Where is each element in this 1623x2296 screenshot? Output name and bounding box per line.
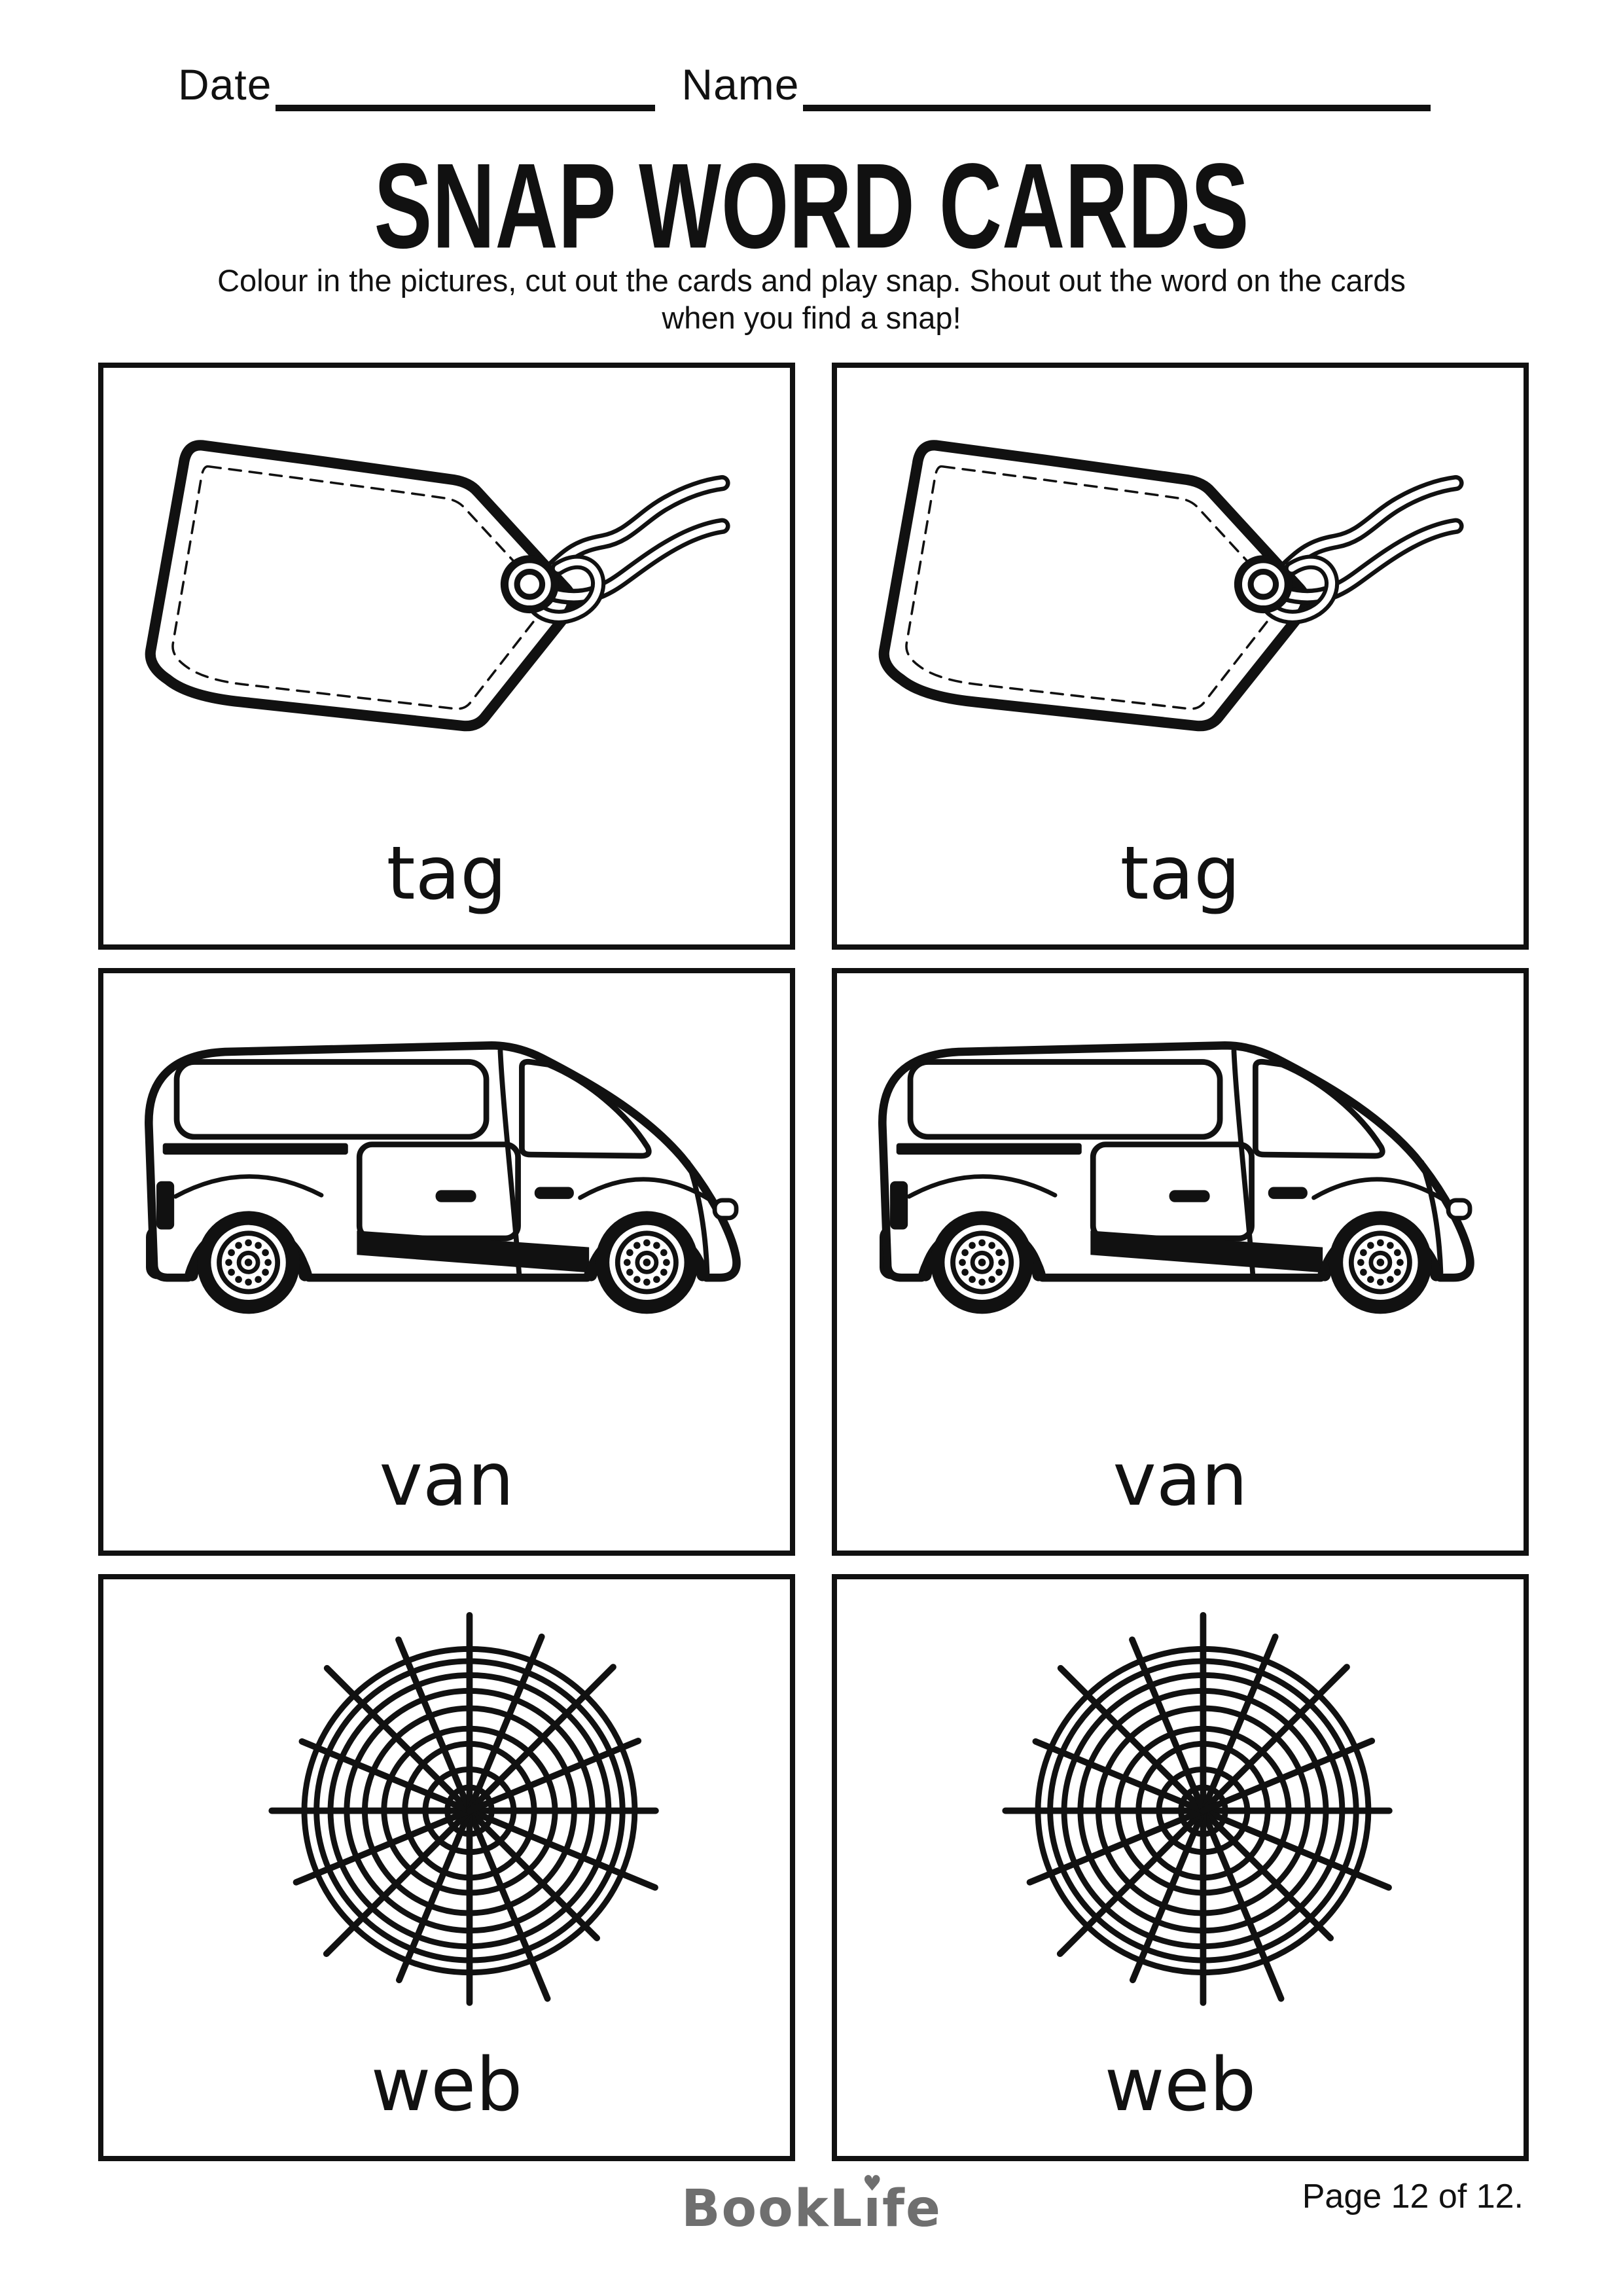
brand-i-stem: ı xyxy=(863,2179,883,2238)
card-word: tag xyxy=(386,831,507,917)
instructions-line-1: Colour in the pictures, cut out the card… xyxy=(217,263,1406,298)
card-word: web xyxy=(370,2042,523,2128)
name-input-line[interactable] xyxy=(803,105,1431,111)
van-illustration xyxy=(103,973,790,1443)
card-word: van xyxy=(1113,1437,1248,1522)
brand-text-post: fe xyxy=(882,2179,942,2238)
tag-illustration xyxy=(837,368,1524,837)
date-input-line[interactable] xyxy=(276,105,656,111)
snap-card-web-2: web xyxy=(832,1573,1529,2161)
heart-icon: ♥ xyxy=(862,2170,883,2196)
instructions: Colour in the pictures, cut out the card… xyxy=(59,262,1564,337)
brand-text-pre: BookL xyxy=(681,2179,864,2238)
web-illustration xyxy=(837,1579,1524,2049)
page-title: SNAP WORD CARDS xyxy=(374,139,1249,274)
instructions-line-2: when you find a snap! xyxy=(662,300,961,336)
card-word: web xyxy=(1104,2042,1257,2128)
card-word: van xyxy=(379,1437,514,1522)
card-word: tag xyxy=(1120,831,1241,917)
header: Date Name xyxy=(178,60,1431,111)
card-grid: tag tag van van web xyxy=(98,363,1529,2161)
date-label: Date xyxy=(178,60,272,109)
snap-card-van-2: van xyxy=(832,968,1529,1556)
brand-letter-i: ı♥ xyxy=(863,2172,883,2238)
snap-card-tag-2: tag xyxy=(832,363,1529,950)
name-label: Name xyxy=(681,60,800,109)
web-illustration xyxy=(103,1579,790,2049)
snap-card-van-1: van xyxy=(98,968,795,1556)
page-number: Page 12 of 12. xyxy=(1302,2178,1524,2215)
tag-illustration xyxy=(103,368,790,837)
booklife-logo: BookLı♥fe xyxy=(0,2172,1623,2238)
van-illustration xyxy=(837,973,1524,1443)
snap-card-web-1: web xyxy=(98,1573,795,2161)
snap-card-tag-1: tag xyxy=(98,363,795,950)
